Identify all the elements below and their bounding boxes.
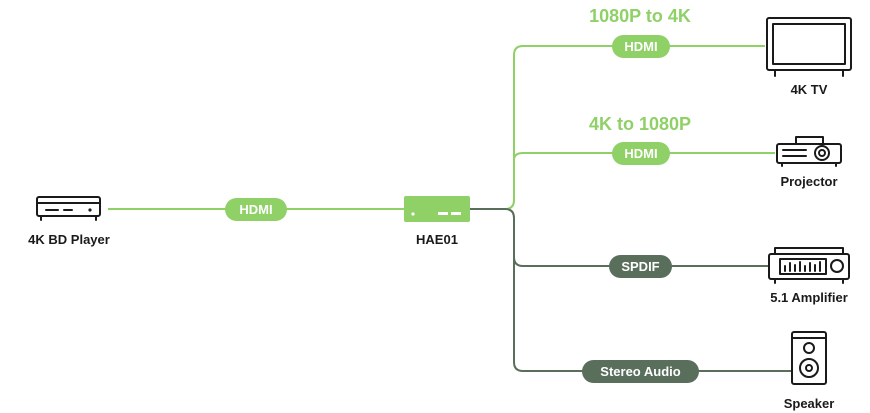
tv-label: 4K TV — [791, 82, 828, 97]
svg-text:HDMI: HDMI — [624, 39, 657, 54]
input-hdmi-pill: HDMI — [225, 198, 287, 221]
hdmi-audio-extractor-icon — [404, 196, 470, 222]
svg-text:SPDIF: SPDIF — [621, 259, 659, 274]
stereo-audio-pill: Stereo Audio — [582, 360, 699, 383]
tv-hdmi-pill: HDMI — [612, 35, 670, 58]
amplifier-icon — [768, 247, 850, 284]
tv-icon — [766, 17, 852, 77]
projector-icon — [776, 136, 842, 167]
speaker-icon — [791, 331, 827, 385]
svg-text:Stereo Audio: Stereo Audio — [600, 364, 680, 379]
projector-line — [513, 152, 775, 161]
bd-player-label: 4K BD Player — [28, 232, 110, 247]
svg-text:HDMI: HDMI — [239, 202, 272, 217]
hub-label: HAE01 — [416, 232, 458, 247]
speaker-line — [513, 257, 792, 372]
projector-label: Projector — [780, 174, 837, 189]
svg-text:HDMI: HDMI — [624, 146, 657, 161]
speaker-label: Speaker — [784, 396, 835, 411]
connection-lines — [108, 45, 792, 372]
spdif-pill: SPDIF — [609, 255, 672, 278]
blu-ray-player-icon — [36, 196, 101, 221]
amplifier-label: 5.1 Amplifier — [770, 290, 848, 305]
conversion-label-tv: 1080P to 4K — [589, 6, 691, 26]
projector-hdmi-pill: HDMI — [612, 142, 670, 165]
conversion-label-projector: 4K to 1080P — [589, 114, 691, 134]
amplifier-line — [470, 208, 770, 267]
